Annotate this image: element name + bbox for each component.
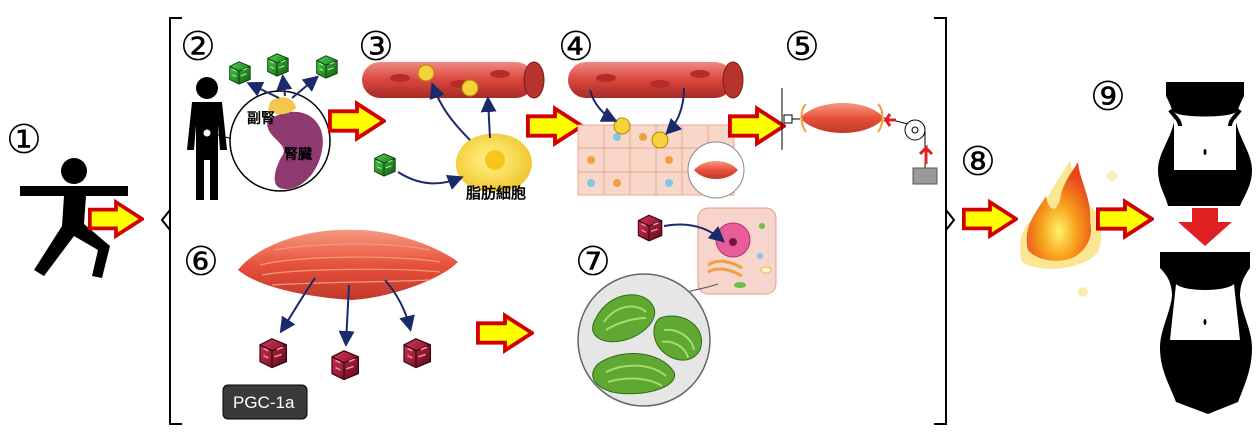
pgc-label: PGC-1a <box>233 393 295 412</box>
fat-release-arrow-2 <box>480 96 497 139</box>
pgc-arrow-2 <box>338 284 355 347</box>
torso-icon-after <box>1160 252 1252 414</box>
step-1-number: ① <box>6 117 42 163</box>
person-icon <box>187 77 227 200</box>
step-5-number: ⑤ <box>784 24 820 70</box>
step-2-number: ② <box>180 24 216 70</box>
fat-droplet-1 <box>613 117 631 135</box>
hormone-cube-2 <box>267 53 289 77</box>
step-9-number: ⑨ <box>1090 74 1126 120</box>
kidney-icon <box>267 97 323 190</box>
fire-icon <box>1020 160 1117 297</box>
fat-cell-icon <box>455 133 532 193</box>
fat-uptake-arrow-1 <box>589 89 618 122</box>
down-arrow-icon <box>1178 208 1232 246</box>
left-bracket <box>169 17 182 425</box>
cell-icon <box>697 207 777 295</box>
hormone-arrows-2 <box>246 74 320 99</box>
arrow-1 <box>90 202 142 236</box>
fat-release-arrow-1 <box>429 82 471 141</box>
step-6-number: ⑥ <box>183 239 219 285</box>
arrow-4 <box>730 109 784 144</box>
adrenal-gland <box>268 97 296 115</box>
arrow-7 <box>964 202 1016 236</box>
arrow-2 <box>330 104 384 139</box>
right-bracket-point <box>945 209 956 231</box>
blood-vessel-icon <box>362 61 545 99</box>
arrow-3 <box>528 109 582 144</box>
arrow-8 <box>1098 202 1152 237</box>
pgc-protein-2 <box>331 350 360 381</box>
muscle-icon-contracting <box>800 103 884 133</box>
weight-icon <box>912 167 938 185</box>
right-bracket <box>934 17 947 425</box>
mitochondria-icon <box>592 294 703 395</box>
pgc-protein-1 <box>259 338 288 369</box>
pgc-into-nucleus-arrow <box>663 223 726 243</box>
adrenal-label: 副腎 <box>247 111 275 127</box>
pgc-arrow-1 <box>279 277 316 334</box>
hormone-to-fat-arrow <box>397 171 464 190</box>
arrow-6 <box>478 316 532 351</box>
muscle-pulley-apparatus <box>781 88 938 185</box>
exercising-person-icon <box>20 158 128 278</box>
muscle-icon-small <box>694 161 738 179</box>
kidney-label: 腎臓 <box>284 146 312 163</box>
fat-uptake-arrow-2 <box>665 87 685 135</box>
blood-vessel-icon-2 <box>568 61 744 99</box>
hormone-cube-1 <box>229 61 251 85</box>
pgc-badge <box>222 384 308 420</box>
fat-cell-label: 脂肪細胞 <box>466 184 526 202</box>
fat-droplet-2 <box>651 131 669 149</box>
pgc-protein-3 <box>403 338 432 369</box>
large-muscle-icon <box>238 229 458 300</box>
pgc-protein-4 <box>637 214 663 242</box>
torso-icon-before <box>1158 82 1252 206</box>
left-bracket-point <box>160 209 171 231</box>
hormone-cube-3 <box>316 55 338 79</box>
step-8-number: ⑧ <box>960 139 996 185</box>
step-7-number: ⑦ <box>575 239 611 285</box>
pgc-arrow-3 <box>384 279 415 332</box>
hormone-cube-4 <box>374 153 396 177</box>
